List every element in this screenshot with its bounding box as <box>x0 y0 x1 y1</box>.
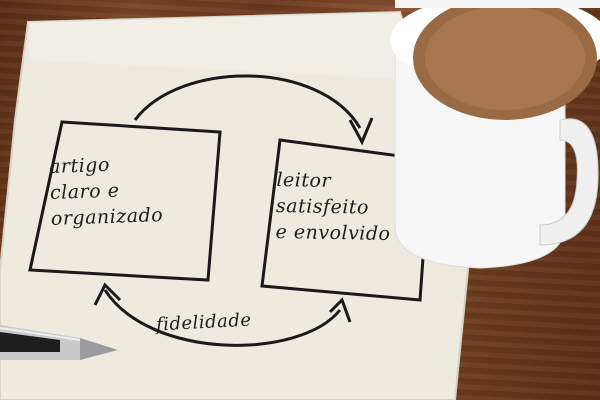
box-right-line: leitor <box>276 169 332 192</box>
box-left <box>28 120 222 282</box>
box-left-line: claro e <box>49 179 120 204</box>
arrowhead-bottom-right-icon <box>328 297 352 323</box>
arrow-top <box>133 74 362 129</box>
box-left-line: artigo <box>48 153 111 178</box>
box-left-line: organizado <box>50 204 164 230</box>
arrow-bottom <box>103 289 342 347</box>
arrowhead-top-icon <box>348 117 374 146</box>
loop-label: fidelidade <box>155 309 253 336</box>
box-right <box>260 138 432 302</box>
pen <box>0 325 118 360</box>
box-right-line: satisfeito <box>275 194 370 219</box>
coffee-mug <box>390 0 600 269</box>
box-right-text: leitor satisfeito e envolvido <box>275 167 391 247</box>
arrowhead-bottom-left-icon <box>93 282 122 306</box>
box-right-line: e envolvido <box>275 220 391 245</box>
box-left-text: artigo claro e organizado <box>49 150 164 232</box>
